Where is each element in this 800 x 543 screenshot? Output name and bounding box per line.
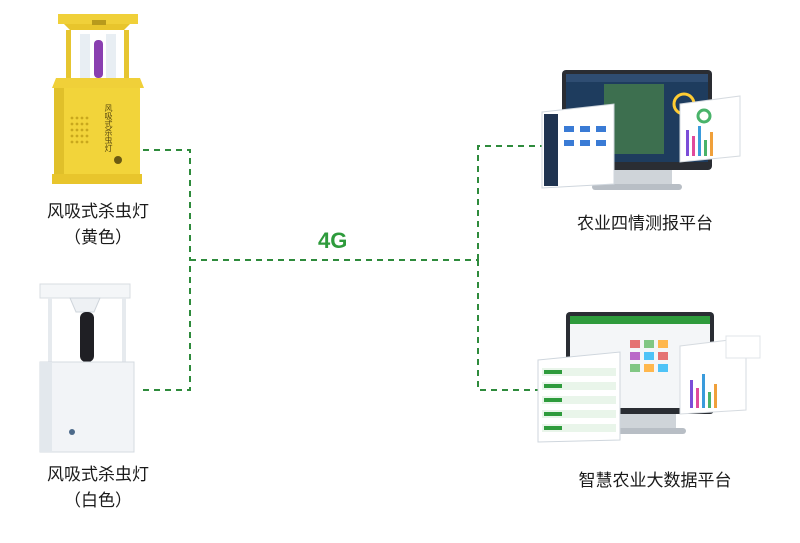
- link-white-device: [143, 260, 191, 391]
- link-yellow-device: [143, 149, 191, 260]
- yellow-lamp-label: 风吸式杀虫灯 （黄色）: [28, 199, 168, 251]
- network-4g-label: 4G: [318, 228, 348, 253]
- yellow-lamp-name: 风吸式杀虫灯: [47, 202, 149, 222]
- platform-bottom-label: 智慧农业大数据平台: [578, 471, 732, 491]
- white-lamp-label: 风吸式杀虫灯 （白色）: [18, 462, 178, 514]
- white-lamp-name: 风吸式杀虫灯: [47, 465, 149, 485]
- platform-top-label: 农业四情测报平台: [577, 214, 713, 234]
- yellow-lamp-color: （黄色）: [64, 228, 132, 248]
- link-platform-top: [477, 145, 545, 260]
- yellow-lamp-body-text: 风吸式杀虫灯: [104, 104, 113, 152]
- white-lamp-color: （白色）: [64, 491, 132, 511]
